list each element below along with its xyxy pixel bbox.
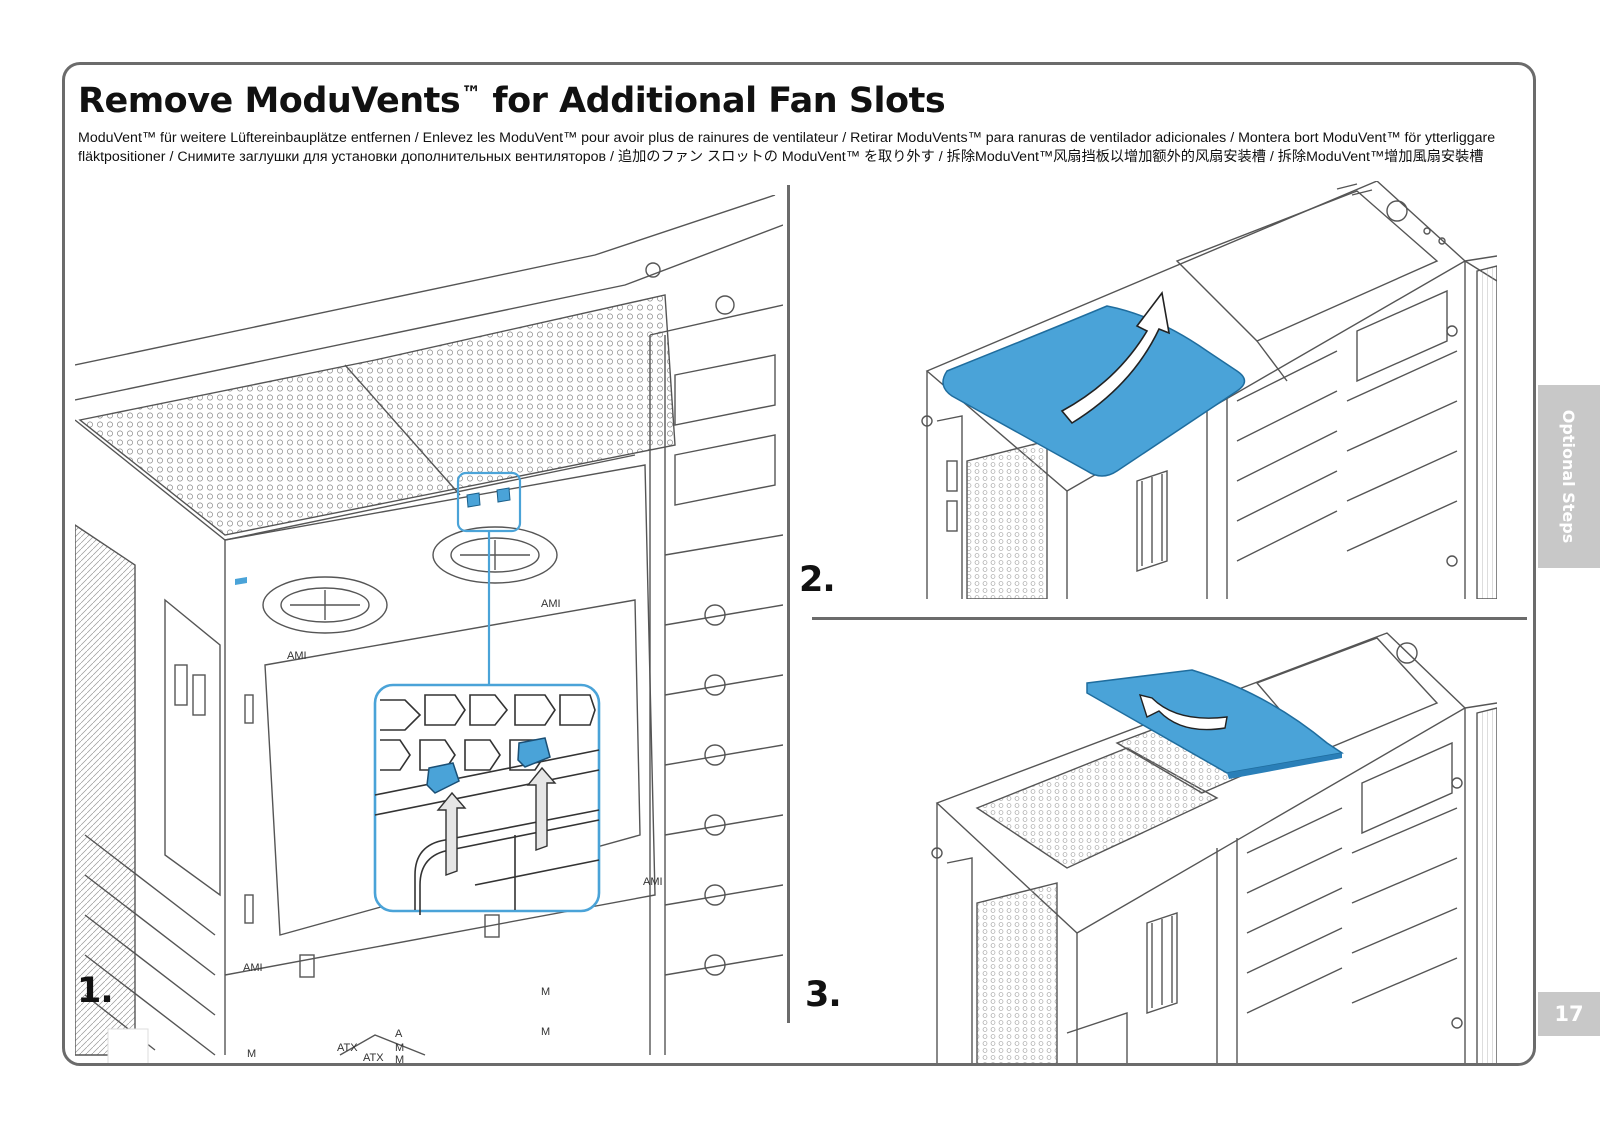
step-number-3: 3.: [805, 975, 842, 1015]
label-ami: AMI: [643, 876, 663, 888]
horizontal-divider: [812, 617, 1527, 620]
step-1-illustration: AMI AMI AMI AMI M M M ATX ATX M A M I: [75, 195, 783, 1064]
optional-steps-tab: Optional Steps: [1538, 385, 1600, 568]
step-3-illustration: [797, 613, 1497, 1063]
case-interior-drawing: AMI AMI AMI AMI M M M ATX ATX M A M I: [75, 195, 783, 1064]
page-number: 17: [1538, 992, 1600, 1036]
case-top-drawing: [921, 181, 1497, 599]
lift-arrow-icon: [436, 766, 557, 876]
step-number-1: 1.: [77, 971, 114, 1011]
label-m: M: [395, 1054, 404, 1064]
remove-arrow-icon: [1060, 291, 1171, 425]
label-ami: AMI: [541, 598, 561, 610]
case-top-open-drawing: [931, 632, 1497, 1063]
step-2-illustration: [797, 181, 1497, 599]
label-atx: ATX: [337, 1042, 358, 1054]
label-m: M: [247, 1048, 256, 1060]
label-m: M: [541, 1026, 550, 1038]
page-subtitle: ModuVent™ für weitere Lüftereinbauplätze…: [78, 130, 1496, 165]
label-ami: AMI: [287, 650, 307, 662]
label-a: A: [395, 1028, 403, 1040]
label-ami: AMI: [243, 962, 263, 974]
optional-steps-label: Optional Steps: [1559, 409, 1579, 544]
remove-arrow-icon: [1138, 694, 1228, 731]
label-m: M: [395, 1042, 404, 1054]
vertical-divider: [787, 185, 790, 1023]
label-atx: ATX: [363, 1052, 384, 1064]
page-title: Remove ModuVents™ for Additional Fan Slo…: [78, 81, 946, 121]
page-frame: Remove ModuVents™ for Additional Fan Slo…: [62, 62, 1536, 1066]
label-m: M: [541, 986, 550, 998]
step-number-2: 2.: [799, 560, 836, 600]
